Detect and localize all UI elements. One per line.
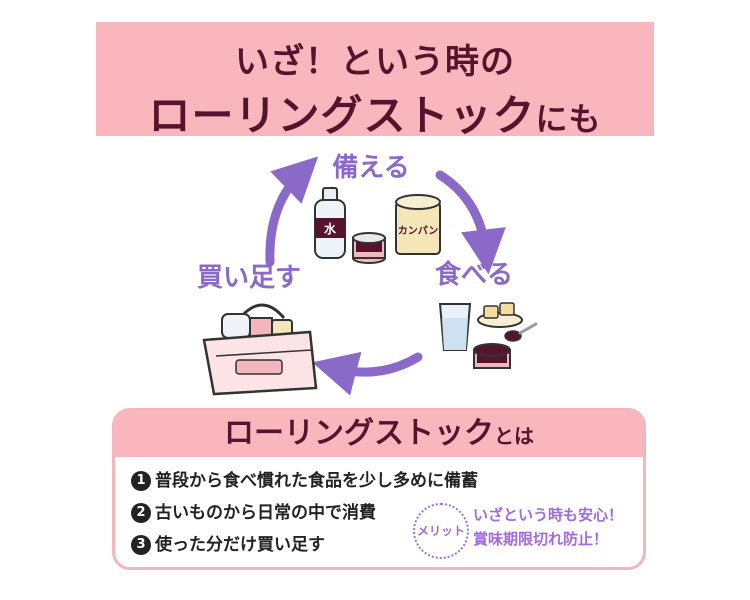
title-main: ローリングストック [148,91,536,140]
merit-line: いざという時も安心！ [473,506,624,524]
title-line-1: いざ！という時の [235,42,515,82]
title-suffix: にも [535,100,602,138]
spoon-icon [504,322,538,342]
kanpan-tin-icon: カンパン [395,194,441,255]
panel-title: ローリングストック [224,416,494,451]
step-number: 1 [131,471,151,491]
water-bottle-icon: 水 [314,187,346,259]
step-text: 普段から食べ慣れた食品を少し多めに備蓄 [155,471,478,491]
arrow-eat-to-restock [312,351,423,396]
label-eat: 食べる [435,259,513,290]
label-restock: 買い足す [197,263,301,293]
panel-header: ローリングストックとは [115,411,643,457]
arrow-restock-to-prepare [265,156,319,267]
water-label: 水 [324,221,337,236]
step-text: 使った分だけ買い足す [155,535,325,555]
biscuits-icon [477,302,523,328]
step-number: 3 [131,535,151,555]
opened-can-icon [473,343,511,369]
merit-line: 賞味期限切れ防止！ [473,530,609,548]
merit-text: いざという時も安心！ 賞味期限切れ防止！ [473,503,623,551]
water-glass-icon [438,303,472,351]
rolling-stock-cycle-diagram: 水 カンパン 備える [197,152,538,396]
shopping-basket-icon [202,303,318,396]
panel-title-suffix: とは [494,424,534,448]
title-banner: いざ！という時の ローリングストックにも [96,22,654,140]
step-number: 2 [131,503,151,523]
label-prepare: 備える [332,152,409,183]
canned-food-icon [352,232,386,264]
title-line-2: ローリングストックにも [96,82,654,143]
kanpan-label: カンパン [398,225,439,237]
arrow-prepare-to-eat [435,170,506,275]
step-text: 古いものから日常の中で消費 [155,503,376,523]
merit-badge: メリット [413,503,469,559]
